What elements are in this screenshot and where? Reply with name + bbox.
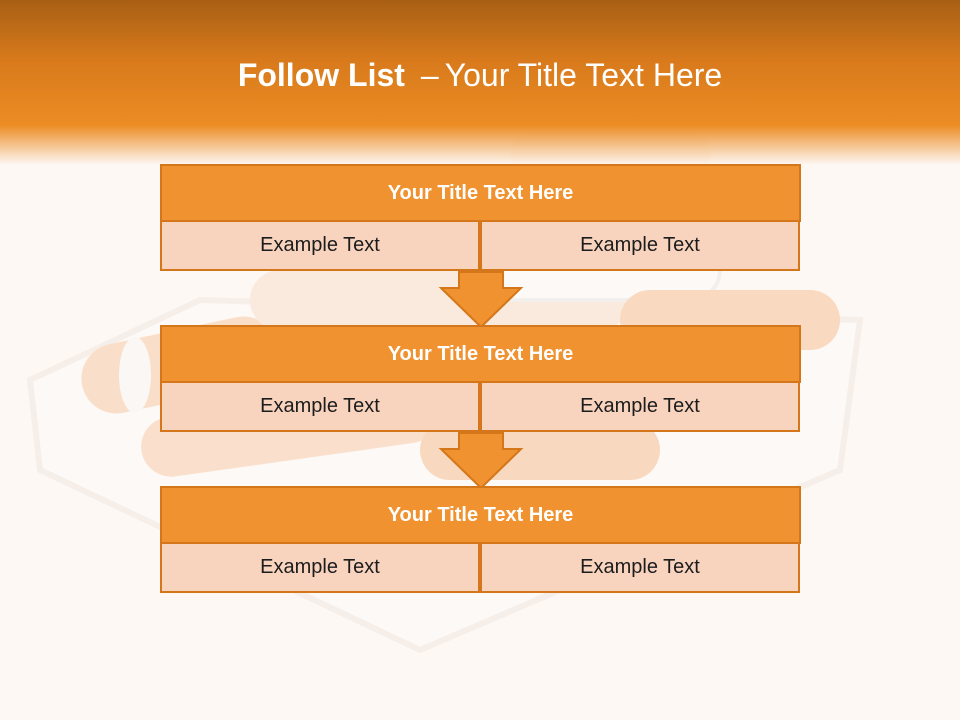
step-cell-left: Example Text bbox=[160, 381, 480, 432]
slide-title: Follow List–Your Title Text Here bbox=[0, 52, 960, 98]
step-title: Your Title Text Here bbox=[160, 325, 801, 383]
down-arrow-icon bbox=[438, 271, 524, 329]
step-title: Your Title Text Here bbox=[160, 164, 801, 222]
step-cell-right: Example Text bbox=[480, 381, 800, 432]
step-cell-left: Example Text bbox=[160, 220, 480, 271]
slide-title-rest: Your Title Text Here bbox=[444, 57, 723, 93]
slide-title-separator: – bbox=[420, 57, 439, 93]
step-cell-left: Example Text bbox=[160, 542, 480, 593]
down-arrow-icon bbox=[438, 432, 524, 490]
step-title: Your Title Text Here bbox=[160, 486, 801, 544]
step-cell-right: Example Text bbox=[480, 542, 800, 593]
slide-title-bold: Follow List bbox=[237, 57, 405, 93]
step-cell-right: Example Text bbox=[480, 220, 800, 271]
